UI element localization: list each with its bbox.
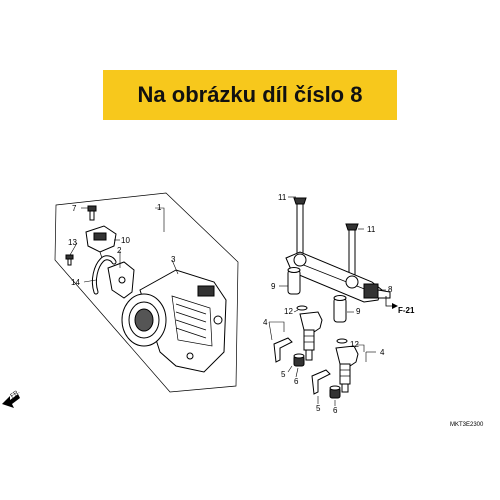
throttle-body-3 [121, 269, 227, 373]
callout-14: 14 [71, 278, 80, 287]
callout-11-left: 11 [278, 193, 287, 202]
banner-text: Na obrázku díl číslo 8 [137, 82, 363, 107]
bolt-7 [87, 205, 97, 221]
callout-12-right: 12 [350, 340, 359, 349]
callout-6-left: 6 [294, 377, 299, 386]
sensor-10 [85, 225, 117, 259]
callout-3: 3 [171, 255, 176, 264]
spacer-9-right [333, 295, 347, 323]
seal-6-left [293, 353, 305, 367]
part-number-banner: Na obrázku díl číslo 8 [103, 70, 397, 120]
callout-5-left: 5 [281, 370, 286, 379]
seal-6-right [329, 385, 341, 399]
callout-11-right: 11 [367, 225, 376, 234]
clip-5-right [311, 369, 331, 395]
throttle-body-group [54, 192, 239, 393]
bolt-11-left [293, 197, 307, 257]
callout-10: 10 [121, 236, 130, 245]
oring-12-left [296, 305, 308, 311]
front-label: FR. [10, 389, 22, 400]
fuel-rail-group [268, 196, 391, 406]
injector-4-left [299, 311, 323, 361]
front-arrow-icon [2, 394, 20, 408]
clip-5-left [273, 337, 293, 363]
screw-13 [65, 254, 74, 266]
callout-13: 13 [68, 238, 77, 247]
callout-9-left: 9 [271, 282, 276, 291]
drawing-code: MKT3E2300 [450, 422, 484, 428]
callout-4-left: 4 [263, 318, 268, 327]
callout-12-left: 12 [284, 307, 293, 316]
callout-2: 2 [117, 246, 122, 255]
ref-label: F-21 [398, 306, 415, 315]
fuel-rail-8 [285, 251, 391, 303]
callout-6-right: 6 [333, 406, 338, 415]
callout-4-right: 4 [380, 348, 385, 357]
callout-1: 1 [157, 203, 162, 212]
bolt-11-right [345, 223, 359, 283]
oring-12-right [336, 338, 348, 344]
group-frame [54, 192, 239, 393]
callout-9-right: 9 [356, 307, 361, 316]
callout-5-right: 5 [316, 404, 321, 413]
callout-8: 8 [388, 285, 393, 294]
ref-arrow [385, 296, 392, 307]
callout-7: 7 [72, 204, 77, 213]
injector-4-right [335, 345, 359, 393]
bracket-2 [107, 261, 135, 299]
spacer-9-left [287, 267, 301, 295]
